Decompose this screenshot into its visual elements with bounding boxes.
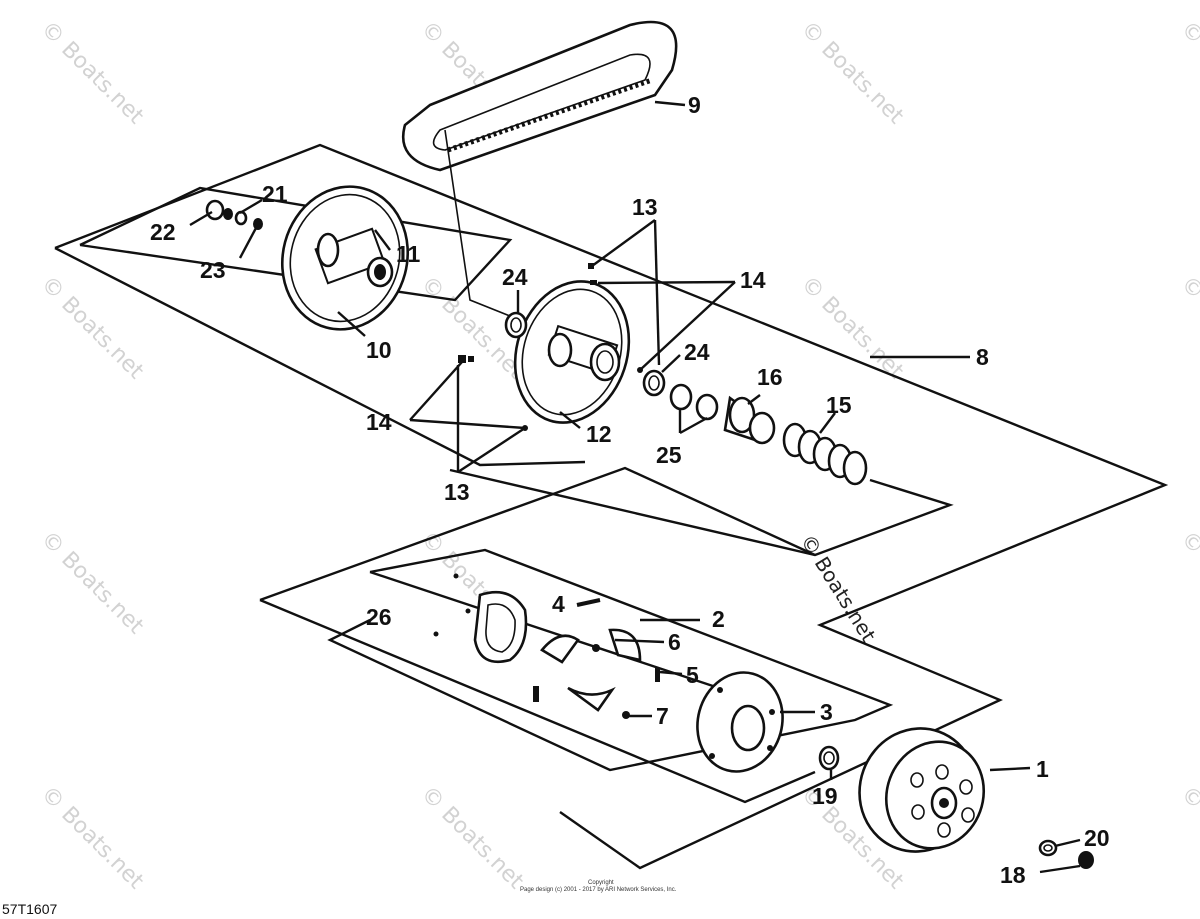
callout-6: 6 [668,629,681,655]
spring-stack [504,311,868,486]
driven-pulley-frame [54,143,1169,870]
callout-7: 7 [656,703,669,729]
callout-14: 14 [366,409,392,435]
assembly-outlines [54,143,1169,870]
callout-25: 25 [656,442,682,468]
callout-5: 5 [686,662,699,688]
fixed-sheave [280,185,410,331]
upper-inner-frame [54,246,586,467]
callout-11: 11 [396,241,421,267]
clutch-carrier [696,671,784,773]
callout-14: 14 [740,267,766,293]
leader-lines [189,100,1081,874]
watermark: © Boats.net [1176,527,1200,640]
watermark: © Boats.net [36,782,149,895]
clutch-assembly [433,573,660,719]
callout-3: 3 [820,699,833,725]
callout-10: 10 [366,337,392,363]
collar [818,745,840,771]
clutch-frame-lower [259,598,816,804]
callout-13: 13 [632,194,658,220]
spring-frame [449,468,954,557]
callout-12: 12 [586,421,612,447]
callout-20: 20 [1084,825,1110,851]
callout-21: 21 [262,181,288,207]
callout-26: 26 [366,604,392,630]
watermark: © Boats.net [416,782,529,895]
callout-1: 1 [1036,756,1049,782]
watermark: © Boats.net [1176,782,1200,895]
watermark: © Boats.net [1176,17,1200,130]
watermark: © Boats.net [796,17,909,130]
callout-15: 15 [826,392,852,418]
callout-18: 18 [1000,862,1026,888]
watermark: © Boats.net [1176,272,1200,385]
callout-22: 22 [150,219,176,245]
clutch-inner-frame [327,548,894,772]
footer-page-design: Page design (c) 2001 - 2017 by ARI Netwo… [520,887,677,893]
callout-13: 13 [444,479,470,505]
callout-9: 9 [688,92,701,118]
movable-sheave [513,280,631,424]
clutch-housing [858,727,986,853]
callouts: 9 21 22 11 23 10 13 24 14 24 8 16 15 14 … [150,92,1110,888]
callout-19: 19 [812,783,838,809]
watermark-layer: © Boats.net © Boats.net © Boats.net © Bo… [36,17,1200,895]
nut-washer [1038,839,1094,869]
watermark: © Boats.net [796,272,909,385]
callout-24: 24 [684,339,710,365]
callout-24: 24 [502,264,528,290]
watermark: © Boats.net [36,527,149,640]
watermark: © Boats.net [36,17,149,130]
callout-8: 8 [976,344,989,370]
callout-23: 23 [200,257,226,283]
footer-copyright: Copyright [588,880,614,886]
clutch-frame [259,466,816,602]
callout-4: 4 [552,591,565,617]
callout-2: 2 [712,606,725,632]
callout-16: 16 [757,364,783,390]
diagram-code: 57T1607 [2,901,57,917]
drive-belt [401,20,678,321]
